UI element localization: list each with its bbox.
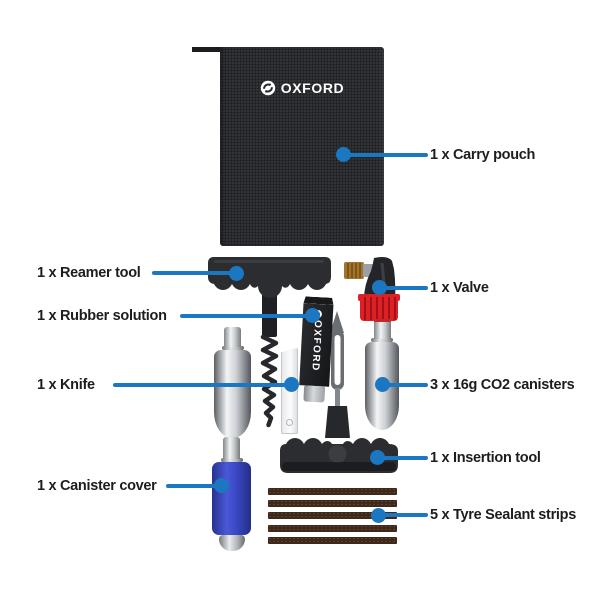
canister-body	[214, 350, 251, 438]
callout-label-sealant-strips: 5 x Tyre Sealant strips	[430, 507, 576, 523]
callout-label-carry-pouch: 1 x Carry pouch	[430, 147, 536, 163]
callout-line-insertion-tool	[378, 456, 428, 460]
sealant-strip	[268, 500, 397, 507]
pouch-brand-text: OXFORD	[280, 80, 345, 96]
callout-label-rubber-solution: 1 x Rubber solution	[37, 308, 167, 324]
sealant-strip	[268, 512, 397, 519]
callout-dot-reamer-tool	[229, 266, 244, 281]
sealant-strip	[268, 537, 397, 544]
knife-hole	[286, 419, 293, 426]
callout-line-reamer-tool	[152, 271, 237, 275]
callout-label-co2-canisters: 3 x 16g CO2 canisters	[430, 377, 575, 393]
tube-brand-text: OXFORD	[309, 319, 324, 373]
canister-lip	[371, 338, 393, 342]
canister-cover-image	[212, 437, 251, 551]
canister-neck	[223, 437, 240, 459]
canister-neck	[373, 319, 391, 339]
callout-line-sealant-strips	[379, 513, 428, 517]
callout-dot-valve	[372, 280, 387, 295]
sealant-strip	[268, 488, 397, 495]
callout-dot-knife	[284, 377, 299, 392]
callout-label-insertion-tool: 1 x Insertion tool	[430, 450, 541, 466]
cover-sleeve	[212, 462, 251, 535]
callout-dot-carry-pouch	[336, 147, 351, 162]
callout-line-rubber-solution	[180, 314, 313, 318]
co2-canister-left	[214, 327, 251, 438]
pouch-strap	[192, 47, 244, 52]
callout-label-knife: 1 x Knife	[37, 377, 95, 393]
tube-cap	[302, 385, 325, 403]
canister-neck	[224, 327, 241, 347]
callout-label-valve: 1 x Valve	[430, 280, 489, 296]
callout-dot-insertion-tool	[370, 450, 385, 465]
callout-dot-rubber-solution	[305, 308, 320, 323]
callout-line-knife	[113, 383, 292, 387]
callout-label-reamer-tool: 1 x Reamer tool	[37, 265, 141, 281]
callout-line-carry-pouch	[344, 153, 428, 157]
canister-seal-band	[373, 319, 391, 322]
callout-line-co2-canisters	[383, 383, 428, 387]
callout-label-canister-cover: 1 x Canister cover	[37, 478, 157, 494]
canister-lip	[221, 346, 244, 350]
insertion-tool-image	[280, 311, 398, 473]
canister-lip	[220, 458, 243, 462]
sealant-strip	[268, 525, 397, 532]
callout-dot-co2-canisters	[375, 377, 390, 392]
callout-dot-canister-cover	[214, 478, 229, 493]
callout-line-canister-cover	[166, 484, 222, 488]
carry-pouch-image: OXFORD	[220, 47, 384, 246]
callout-dot-sealant-strips	[371, 508, 386, 523]
oxford-circular-arrows-icon	[260, 80, 275, 96]
canister-bottom	[218, 535, 245, 551]
callout-line-valve	[380, 286, 428, 290]
oxford-logo: OXFORD	[220, 80, 384, 96]
